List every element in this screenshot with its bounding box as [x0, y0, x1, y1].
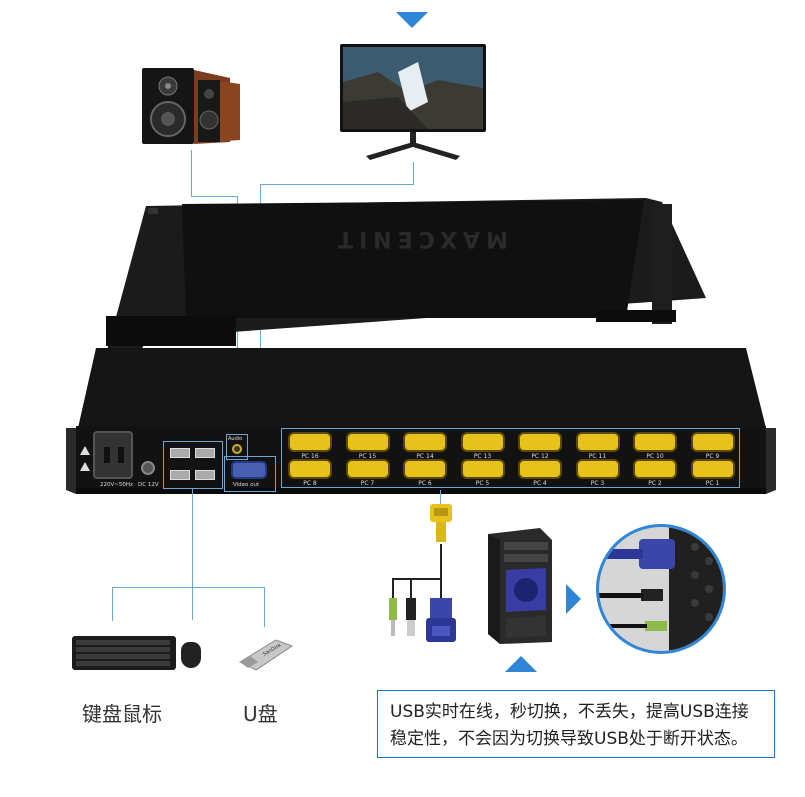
zoom-detail-image — [596, 524, 726, 654]
pc-port[interactable] — [518, 432, 562, 452]
dc-jack[interactable] — [141, 461, 155, 475]
usb-drive-image: SanDisk — [236, 632, 296, 672]
pc-port[interactable] — [518, 459, 562, 479]
udisk-line-v — [264, 587, 265, 627]
keyboard-mouse-label: 键盘鼠标 — [82, 702, 162, 726]
cable-black-v3 — [410, 578, 412, 598]
pc-port-label: PC 16 — [301, 453, 319, 460]
pc-port[interactable] — [288, 459, 332, 479]
monitor-image — [338, 42, 488, 162]
mouse-image — [181, 642, 201, 668]
pc-port[interactable] — [690, 459, 735, 479]
keyboard-image — [72, 634, 176, 672]
arrow-up-icon — [505, 656, 537, 672]
monitor-line-v — [413, 162, 414, 184]
brand-text: MAXCENIT — [332, 226, 508, 251]
pc-port-label: PC 4 — [533, 480, 547, 487]
vga-connector-blue — [426, 598, 456, 644]
pc-port-label: PC 15 — [358, 453, 377, 460]
pc-port[interactable] — [633, 432, 677, 452]
pc-port-label: PC 2 — [648, 480, 662, 487]
pc-ports-box — [281, 428, 740, 488]
audio-jack[interactable] — [232, 444, 242, 454]
pc-port-label: PC 14 — [416, 453, 434, 460]
vga-connector-yellow — [428, 504, 454, 544]
cable-black-h — [392, 578, 440, 580]
keyboard-line-v — [112, 587, 113, 621]
pc-port-label: PC 1 — [705, 480, 720, 487]
audio-box — [226, 434, 248, 460]
speakers-image — [136, 64, 246, 148]
warning-icon — [80, 446, 90, 455]
pc-port-label: PC 11 — [588, 453, 607, 460]
pc-port-label: PC 3 — [590, 480, 605, 487]
pc-port[interactable] — [403, 432, 447, 452]
warning-icon-2 — [80, 462, 90, 471]
usb-notice-box: USB实时在线，秒切换，不丢失，提高USB连接 稳定性，不会因为切换导致USB处… — [377, 690, 775, 758]
kvm-unit — [66, 198, 776, 498]
cable-black-v — [440, 544, 442, 598]
arrow-down-icon — [396, 12, 428, 28]
pc-port[interactable] — [288, 432, 332, 452]
audio-label: Audio — [228, 436, 243, 442]
usb-port[interactable] — [170, 470, 190, 480]
usb-line-v — [192, 488, 193, 620]
speaker-line-h — [191, 196, 237, 197]
pc-port[interactable] — [345, 459, 390, 479]
pc-tower-image — [484, 524, 556, 646]
video-out-box — [224, 456, 276, 492]
pc-port[interactable] — [575, 459, 620, 479]
cable-line-v — [440, 490, 441, 504]
cable-black-v2 — [392, 578, 394, 598]
pc-port[interactable] — [633, 459, 677, 479]
notice-line-2: 稳定性，不会因为切换导致USB处于断开状态。 — [390, 729, 748, 749]
pc-port-label: PC 6 — [418, 480, 432, 487]
pc-port[interactable] — [690, 432, 735, 452]
video-out-port[interactable] — [231, 461, 267, 479]
pc-port-label: PC 9 — [705, 453, 720, 460]
pc-port-label: PC 8 — [303, 480, 317, 487]
monitor-line-h — [260, 184, 414, 185]
audio-plug-green — [388, 598, 398, 638]
usb-port[interactable] — [170, 448, 190, 458]
usb-plug — [404, 598, 418, 638]
notice-line-1: USB实时在线，秒切换，不丢失，提高USB连接 — [390, 702, 749, 722]
usb-ports-box — [163, 441, 223, 489]
peripheral-line-h — [112, 587, 264, 588]
power-label: 220V~50Hz — [100, 482, 133, 488]
pc-port[interactable] — [460, 459, 505, 479]
pc-port[interactable] — [345, 432, 390, 452]
usb-disk-label: U盘 — [243, 702, 278, 726]
power-socket[interactable] — [93, 431, 133, 479]
video-out-label: Video out — [233, 482, 260, 488]
pc-port-label: PC 7 — [360, 480, 375, 487]
pc-port-label: PC 10 — [646, 453, 664, 460]
dc-label: DC 12V — [138, 482, 159, 488]
pc-port[interactable] — [403, 459, 447, 479]
speaker-line-v — [191, 150, 192, 196]
arrow-right-icon — [566, 584, 581, 614]
pc-port[interactable] — [575, 432, 620, 452]
pc-port[interactable] — [460, 432, 505, 452]
pc-port-label: PC 13 — [473, 453, 492, 460]
pc-port-label: PC 12 — [531, 453, 549, 460]
pc-port-label: PC 5 — [475, 480, 490, 487]
usb-port[interactable] — [195, 448, 215, 458]
usb-port[interactable] — [195, 470, 215, 480]
